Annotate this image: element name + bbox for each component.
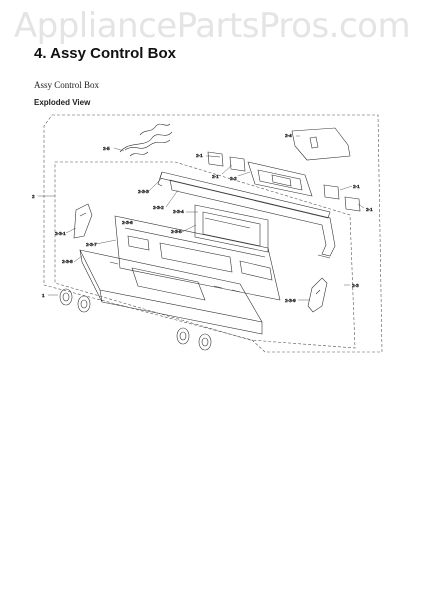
display-frame (194, 204, 269, 253)
callout-1: 1 (42, 293, 45, 298)
display-cover (291, 127, 351, 161)
right-end-cap (307, 277, 328, 313)
control-board-pcb (247, 161, 313, 197)
callout-2-2: 2-2 (230, 176, 237, 181)
callout-2-1-c: 2-1 (353, 184, 360, 189)
watermark: AppliancePartsPros.com (13, 6, 411, 46)
callout-2: 2 (32, 194, 35, 199)
callout-2-3-6: 2-3-6 (122, 220, 133, 225)
callout-2-3-8: 2-3-8 (62, 259, 73, 264)
callout-2-4: 2-4 (285, 133, 292, 138)
outer-dashed-boundary (43, 114, 383, 353)
module-small-2 (229, 156, 246, 172)
front-control-panel (79, 249, 263, 335)
top-rail-bracket (157, 171, 331, 219)
callout-2-3: 2-3 (352, 283, 359, 288)
page-title: 4. Assy Control Box (34, 45, 176, 62)
control-knobs (59, 288, 212, 351)
callout-2-3-7: 2-3-7 (86, 242, 97, 247)
left-side-bracket (73, 203, 93, 239)
inner-trim-panel (114, 215, 281, 301)
callout-2-1-d: 2-1 (366, 207, 373, 212)
callout-2-3-4: 2-3-4 (173, 209, 184, 214)
section-heading: Exploded View (34, 98, 91, 107)
module-small-3 (323, 184, 340, 200)
inner-dashed-boundary (54, 161, 356, 349)
callout-2-1-a: 2-1 (196, 153, 203, 158)
rear-support-rail (169, 179, 336, 259)
callout-2-3-1: 2-3-1 (55, 231, 66, 236)
wire-harness (119, 123, 173, 157)
callout-2-1-b: 2-1 (212, 174, 219, 179)
assembly-subtitle: Assy Control Box (34, 80, 100, 90)
leader-lines (38, 135, 365, 301)
module-small-1 (207, 151, 224, 167)
callout-2-3-9: 2-3-9 (285, 298, 296, 303)
callout-2-3-3: 2-3-3 (138, 189, 149, 194)
callout-2-5: 2-5 (103, 146, 110, 151)
callout-2-3-2: 2-3-2 (153, 205, 164, 210)
callout-2-3-5: 2-3-5 (171, 229, 182, 234)
module-small-4 (344, 196, 361, 212)
